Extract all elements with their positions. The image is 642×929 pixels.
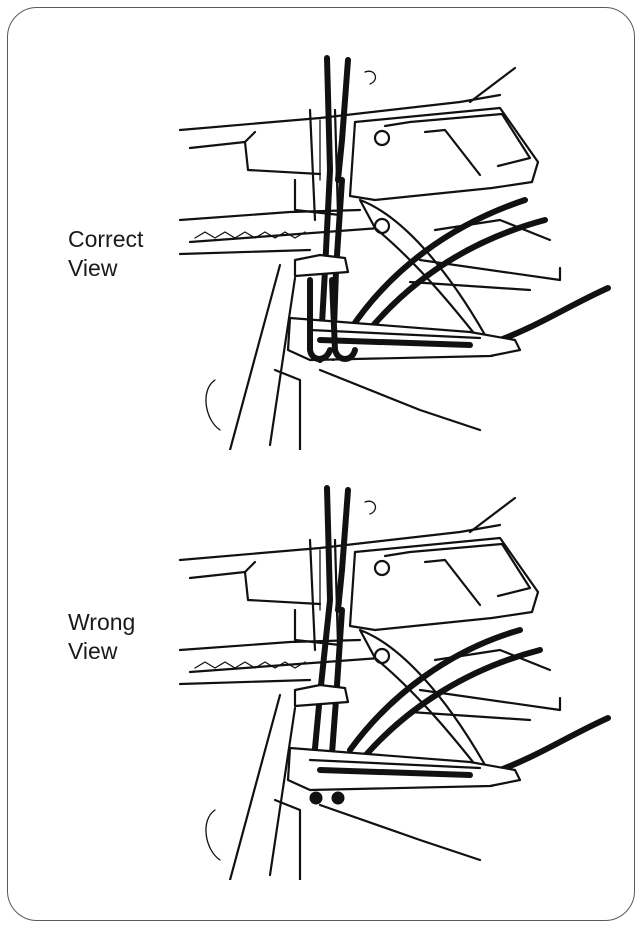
wrong-view-label: Wrong View — [68, 608, 135, 666]
sewing-foot-drawing-wrong — [178, 485, 611, 880]
sewing-foot-drawing-correct — [178, 55, 611, 450]
wrong-label-line1: Wrong — [68, 609, 136, 635]
wrong-label-line2: View — [68, 638, 118, 664]
correct-view-label: Correct View — [68, 225, 143, 283]
correct-label-line2: View — [68, 255, 118, 281]
correct-label-line1: Correct — [68, 226, 144, 252]
correct-view-illustration — [170, 50, 620, 450]
wrong-view-illustration — [170, 480, 620, 880]
